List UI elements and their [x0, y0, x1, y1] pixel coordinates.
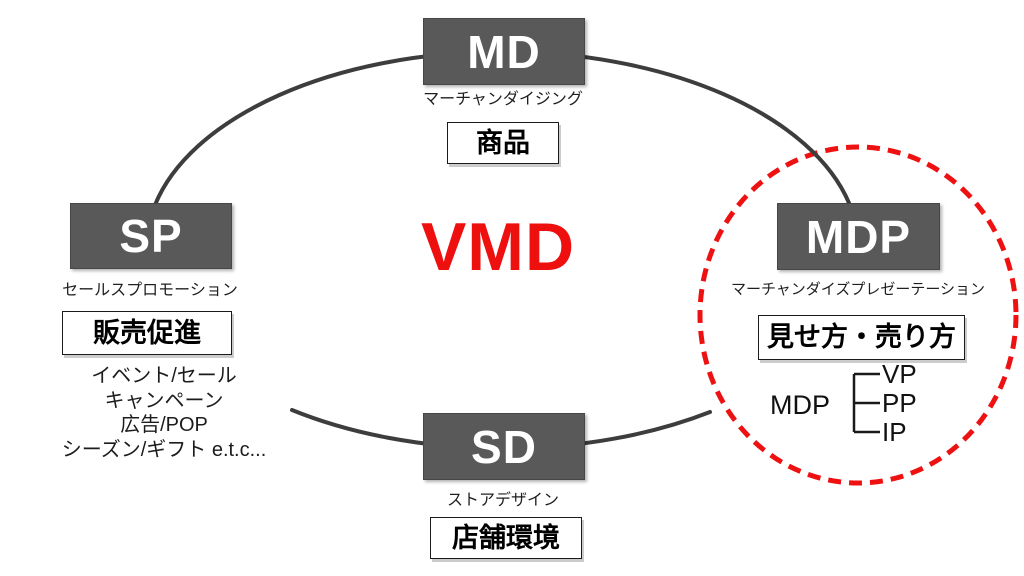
node-concept-mdp: 見せ方・売り方	[758, 315, 965, 360]
mdp-tree-leaf-vp: VP	[882, 359, 917, 389]
node-kana-sp: セールスプロモーション	[62, 282, 238, 299]
node-box-mdp: MDP	[777, 203, 940, 270]
sp-example-item: イベント/セール	[91, 365, 237, 387]
mdp-breakdown-tree: MDP VP PP IP	[770, 358, 970, 453]
tree-bracket-lines	[852, 372, 880, 434]
mdp-highlight-circle	[697, 144, 1019, 486]
node-box-sp: SP	[70, 203, 232, 269]
node-abbr-sd: SD	[471, 420, 537, 473]
node-concept-md: 商品	[447, 122, 559, 164]
sp-example-item: キャンペーン	[104, 389, 224, 412]
node-box-sd: SD	[423, 413, 585, 480]
node-kana-md: マーチャンダイジング	[423, 91, 583, 108]
node-abbr-md: MD	[467, 25, 541, 78]
mdp-tree-leaf-pp: PP	[882, 388, 917, 418]
node-abbr-mdp: MDP	[805, 210, 912, 263]
node-kana-mdp: マーチャンダイズプレゼーテーション	[730, 281, 986, 298]
node-concept-sp: 販売促進	[62, 311, 232, 355]
sp-example-item: 広告/POP	[120, 414, 208, 436]
vmd-center-label: VMD	[420, 209, 576, 285]
node-box-md: MD	[423, 18, 585, 85]
mdp-tree-root-label: MDP	[770, 390, 830, 420]
node-concept-sd: 店舗環境	[430, 517, 582, 559]
node-kana-sd: ストアデザイン	[446, 492, 559, 509]
node-abbr-sp: SP	[119, 210, 183, 262]
sp-examples-list: イベント/セール キャンペーン 広告/POP シーズン/ギフト e.t.c...	[38, 364, 290, 462]
mdp-tree-leaf-ip: IP	[882, 417, 907, 447]
sp-example-item: シーズン/ギフト e.t.c...	[61, 438, 267, 461]
